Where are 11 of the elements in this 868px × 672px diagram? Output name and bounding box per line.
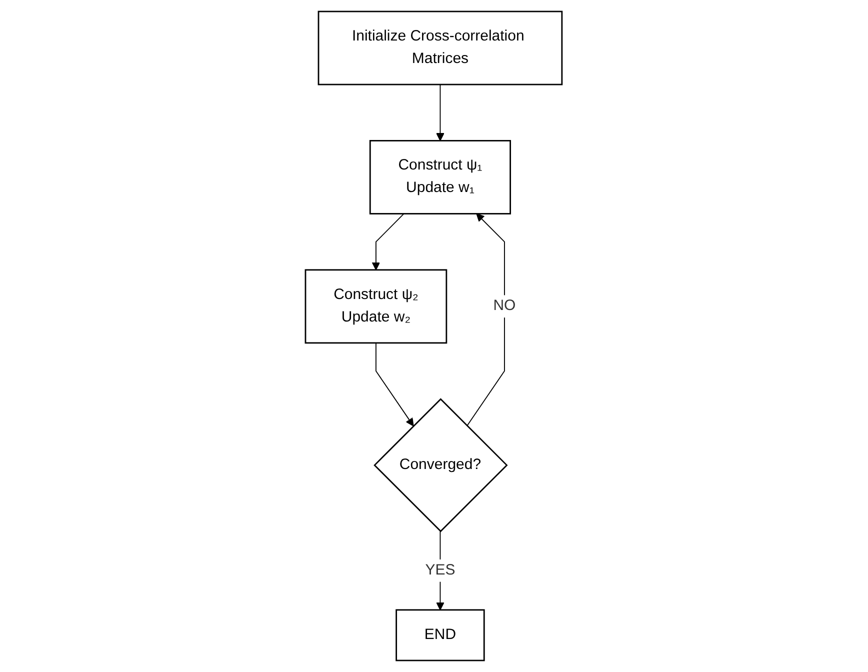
arrow xyxy=(372,213,405,270)
edge-label: YES xyxy=(426,562,456,578)
node-box: END xyxy=(396,609,486,662)
arrow xyxy=(376,342,414,426)
node-box: Initialize Cross-correlation Matrices xyxy=(318,10,563,86)
node-box: Construct ψ₂ Update w₂ xyxy=(305,269,448,344)
node-box: Construct ψ₁ Update w₁ xyxy=(370,140,512,214)
arrow xyxy=(466,213,506,426)
node-diamond: Converged? xyxy=(374,398,508,532)
arrow xyxy=(436,84,445,142)
edge-label: NO xyxy=(494,298,516,314)
